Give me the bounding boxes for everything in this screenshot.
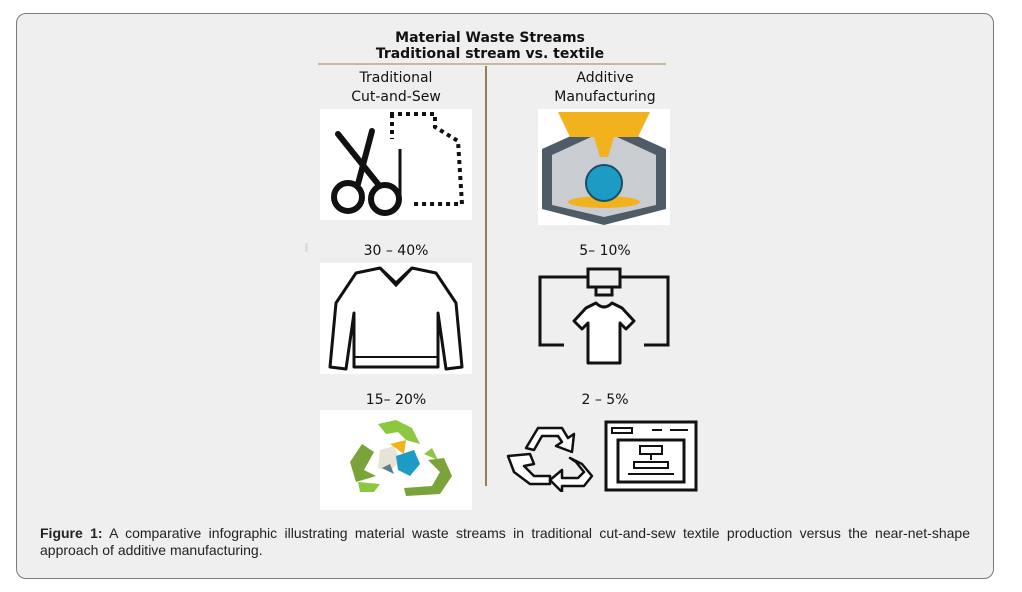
sweater-tile (320, 263, 472, 374)
figure-caption-text: A comparative infographic illustrating m… (40, 525, 970, 558)
additive-heading-line2: Manufacturing (554, 89, 656, 105)
traditional-garment-waste: 15– 20% (365, 392, 427, 408)
scissors-pattern-tile (320, 109, 472, 220)
printed-tshirt-icon (538, 267, 670, 365)
small-mark (305, 243, 308, 252)
recycle-arrows-box (500, 420, 600, 492)
header-underline (318, 63, 666, 65)
figure-label: Figure 1: (40, 525, 103, 541)
figure-card (16, 13, 994, 579)
additive-heading-line1: Additive (576, 70, 634, 86)
3d-printer-nozzle-tile (538, 109, 670, 225)
additive-column-heading: Additive Manufacturing (530, 69, 680, 107)
3d-printer-icon (604, 420, 698, 492)
diagram-subtitle: Traditional stream vs. textile (375, 46, 605, 62)
traditional-cutting-waste: 30 – 40% (363, 243, 429, 259)
figure-caption: Figure 1: A comparative infographic illu… (40, 525, 970, 559)
recycle-arrows-icon (506, 426, 594, 492)
traditional-heading-line2: Cut-and-Sew (351, 89, 441, 105)
additive-printing-waste: 5– 10% (579, 243, 631, 259)
additive-recycling-waste: 2 – 5% (581, 392, 629, 408)
traditional-column-heading: Traditional Cut-and-Sew (320, 69, 472, 107)
sweater-icon (328, 266, 464, 371)
recycle-textile-icon (350, 420, 452, 496)
3d-printer-nozzle-icon (542, 112, 666, 225)
column-divider (485, 66, 487, 486)
recycle-textile-tile (320, 410, 472, 510)
scissors-pattern-icon (331, 112, 465, 216)
3d-printer-box (604, 420, 698, 492)
printed-tshirt-tile (536, 263, 672, 373)
traditional-heading-line1: Traditional (359, 70, 433, 86)
diagram-title: Material Waste Streams (395, 30, 585, 46)
